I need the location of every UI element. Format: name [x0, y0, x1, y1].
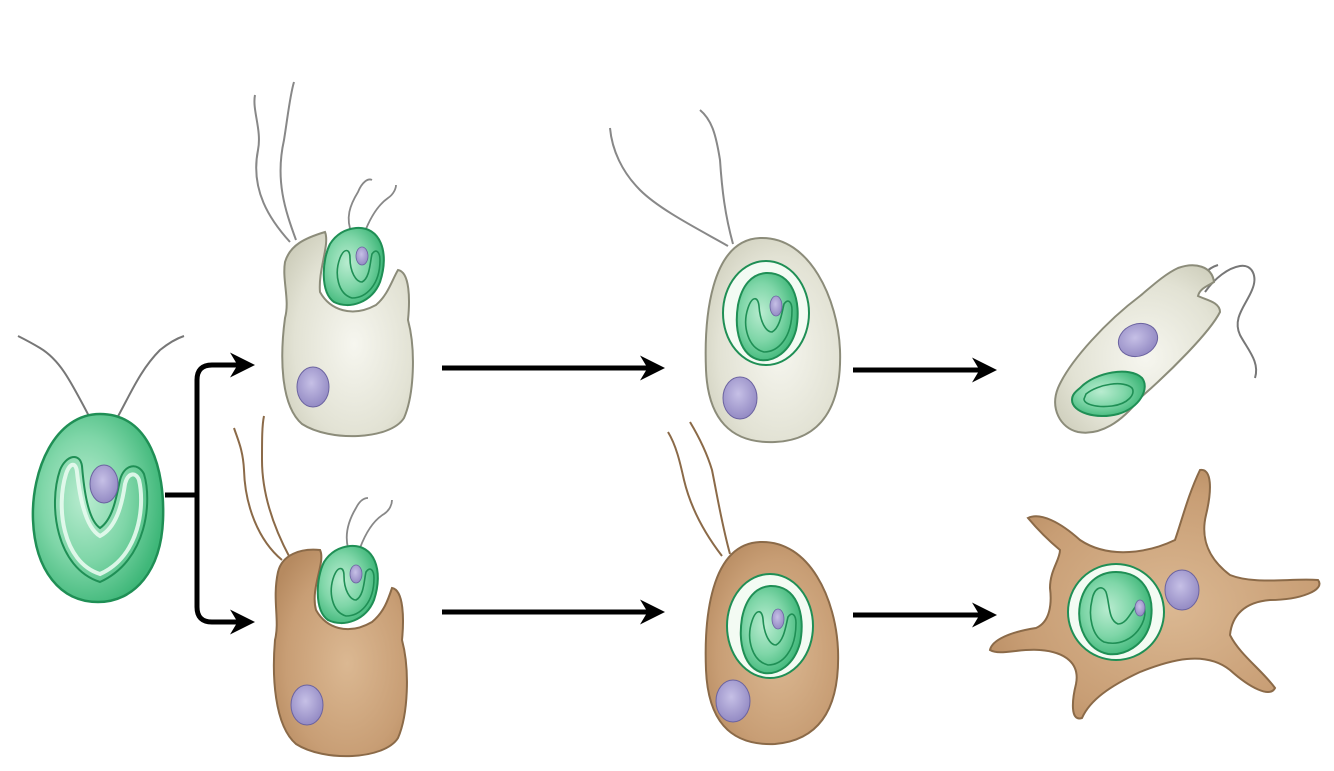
- grey-cell-with-endosymbiont-icon: [610, 110, 840, 442]
- brown-amoeboid-cell-with-plastid-icon: [990, 470, 1319, 719]
- green-flagellate-cell-icon: [18, 336, 184, 602]
- brown-cell-with-endosymbiont-icon: [668, 422, 838, 744]
- grey-flagellate-with-plastid-icon: [1055, 265, 1256, 433]
- grey-host-cell-engulfing-alga-icon: [254, 82, 413, 436]
- branch-connector: [165, 365, 250, 622]
- brown-host-cell-engulfing-alga-icon: [234, 416, 407, 756]
